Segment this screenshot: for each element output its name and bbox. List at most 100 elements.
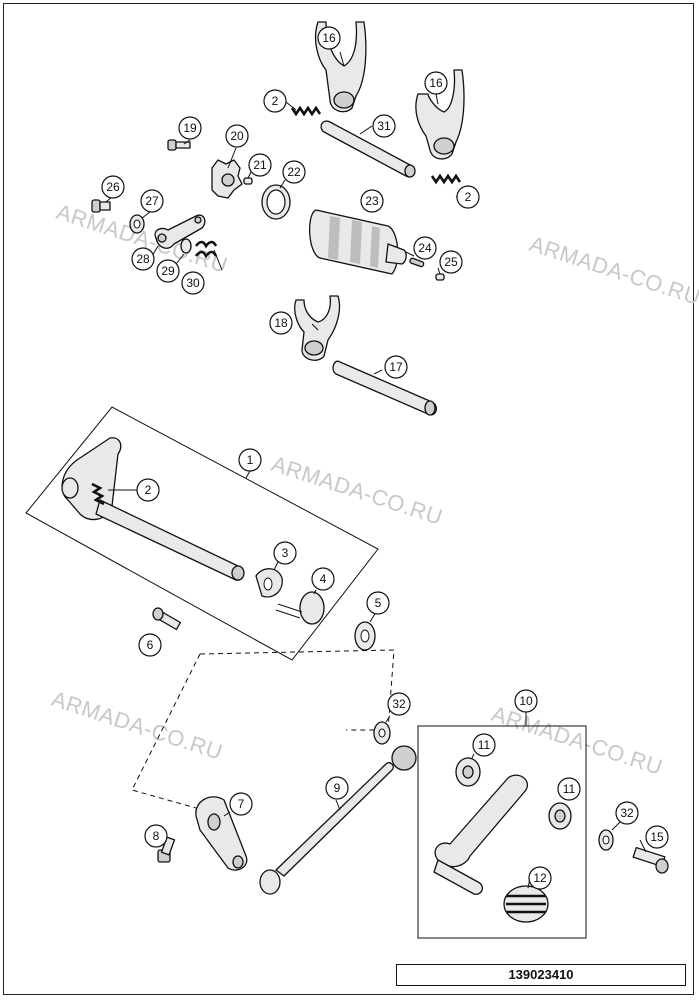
callout-32a: 32 — [387, 692, 411, 716]
callout-6: 6 — [138, 633, 162, 657]
shift-fork-16-right — [415, 69, 465, 160]
svg-text:21: 21 — [253, 158, 267, 172]
callout-10: 10 — [514, 689, 538, 713]
shift-rail-31 — [320, 120, 416, 178]
svg-text:24: 24 — [418, 241, 432, 255]
svg-text:27: 27 — [145, 194, 159, 208]
callout-3: 3 — [273, 541, 297, 565]
locking-lever-28 — [154, 214, 206, 249]
footpeg-rubber-12 — [503, 885, 549, 923]
ring-22 — [261, 184, 291, 220]
callout-26: 26 — [101, 175, 125, 199]
shift-fork-18 — [294, 295, 341, 361]
svg-text:23: 23 — [365, 194, 379, 208]
svg-text:29: 29 — [161, 264, 175, 278]
callout-4: 4 — [311, 567, 335, 591]
pin-24 — [409, 257, 425, 268]
shift-lever-10 — [433, 774, 529, 895]
watermark-2: ARMADA-CO.RU — [526, 231, 699, 310]
svg-text:17: 17 — [389, 360, 403, 374]
svg-text:32: 32 — [620, 806, 634, 820]
bearing-11-right — [548, 802, 572, 830]
svg-text:10: 10 — [519, 694, 533, 708]
svg-text:30: 30 — [186, 276, 200, 290]
callout-7: 7 — [229, 792, 253, 816]
callout-15: 15 — [645, 825, 669, 849]
svg-text:26: 26 — [106, 180, 120, 194]
shift-drum-23 — [309, 209, 407, 275]
drawing-number-box: 139023410 — [396, 964, 686, 986]
bolt-6 — [152, 607, 182, 631]
svg-text:31: 31 — [377, 119, 391, 133]
svg-text:19: 19 — [183, 121, 197, 135]
callout-29: 29 — [156, 259, 180, 283]
washer-32-left — [373, 721, 391, 745]
svg-text:5: 5 — [375, 596, 382, 610]
leader-lines — [105, 51, 647, 889]
svg-text:1: 1 — [247, 453, 254, 467]
callout-20: 20 — [225, 124, 249, 148]
callout-12: 12 — [528, 866, 552, 890]
bolt-26 — [91, 199, 111, 213]
assembly-dash-upper — [199, 649, 395, 731]
svg-text:11: 11 — [563, 782, 576, 796]
callout-8: 8 — [144, 824, 168, 848]
shift-shaft-1 — [61, 437, 245, 581]
svg-text:2: 2 — [465, 190, 472, 204]
bearing-11-top — [455, 757, 481, 787]
callout-17: 17 — [384, 355, 408, 379]
callout-19: 19 — [178, 116, 202, 140]
pin-25 — [435, 273, 445, 281]
callout-31: 31 — [372, 114, 396, 138]
callout-2a: 2 — [263, 89, 287, 113]
washer-5 — [354, 621, 376, 651]
svg-text:22: 22 — [287, 165, 301, 179]
svg-text:4: 4 — [320, 572, 327, 586]
callout-9: 9 — [325, 776, 349, 800]
retaining-clip-4 — [275, 591, 325, 625]
callout-16a: 16 — [317, 26, 341, 50]
callout-11b: 11 — [557, 777, 581, 801]
washer-27 — [129, 214, 145, 234]
callout-28: 28 — [131, 247, 155, 271]
callout-27: 27 — [140, 189, 164, 213]
callout-23: 23 — [360, 189, 384, 213]
callout-18: 18 — [269, 311, 293, 335]
svg-text:28: 28 — [136, 252, 150, 266]
callout-2b: 2 — [456, 185, 480, 209]
svg-text:2: 2 — [272, 94, 279, 108]
svg-text:12: 12 — [533, 871, 547, 885]
shift-shaft-assembly-box — [25, 406, 379, 661]
callout-30: 30 — [181, 271, 205, 295]
svg-text:11: 11 — [478, 738, 491, 752]
shift-rail-17 — [332, 360, 438, 416]
svg-text:32: 32 — [392, 697, 406, 711]
watermark-4: ARMADA-CO.RU — [48, 686, 225, 765]
shift-lever-assembly-box — [417, 725, 587, 939]
callout-21: 21 — [248, 153, 272, 177]
washer-32-right — [598, 829, 614, 851]
svg-text:15: 15 — [650, 830, 664, 844]
callout-22: 22 — [282, 160, 306, 184]
pin-21 — [243, 177, 253, 185]
spring-30 — [194, 240, 223, 271]
svg-text:7: 7 — [238, 797, 245, 811]
callout-32b: 32 — [615, 801, 639, 825]
svg-text:20: 20 — [230, 129, 244, 143]
spring-2-top — [290, 105, 322, 117]
svg-text:8: 8 — [153, 829, 160, 843]
svg-text:2: 2 — [145, 483, 152, 497]
watermark-5: ARMADA-CO.RU — [488, 701, 665, 780]
svg-text:9: 9 — [334, 781, 341, 795]
callout-5: 5 — [366, 591, 390, 615]
svg-text:16: 16 — [429, 76, 443, 90]
spring-2-right — [430, 173, 462, 185]
callout-11a: 11 — [472, 733, 496, 757]
callout-16b: 16 — [424, 71, 448, 95]
callout-24: 24 — [413, 236, 437, 260]
callout-1: 1 — [238, 448, 262, 472]
linkage-rod-9 — [259, 745, 417, 895]
washer-29 — [180, 238, 192, 254]
callout-2c: 2 — [136, 478, 160, 502]
